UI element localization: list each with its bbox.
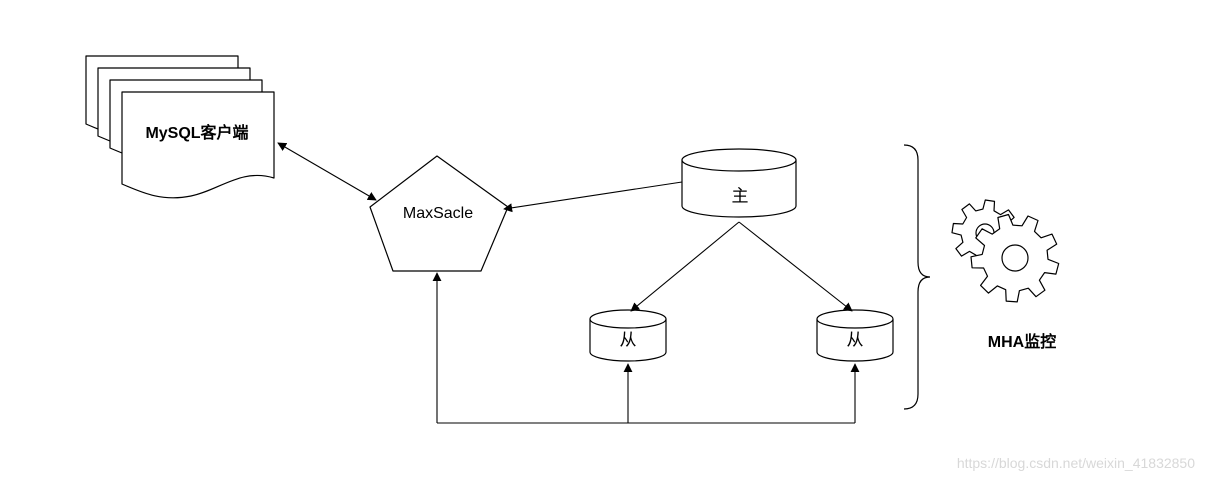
master-slave-left-arrow <box>630 221 740 312</box>
client-proxy-arrow <box>277 142 377 201</box>
monitor-scope-brace <box>903 144 931 410</box>
master-proxy-arrow <box>503 181 683 213</box>
slave-db-cylinder-right <box>816 309 894 362</box>
master-slave-right-arrow <box>738 221 853 312</box>
maxscale-proxy-shape <box>369 155 509 272</box>
master-db-cylinder <box>681 148 797 218</box>
slave-db-cylinder-left <box>589 309 667 362</box>
mysql-client-stack <box>85 55 275 199</box>
connectors <box>277 142 860 424</box>
document-sheet-front <box>121 91 275 199</box>
watermark-url: https://blog.csdn.net/weixin_41832850 <box>956 455 1195 471</box>
gear-hole <box>1001 244 1029 272</box>
gear-icon <box>951 199 1060 303</box>
